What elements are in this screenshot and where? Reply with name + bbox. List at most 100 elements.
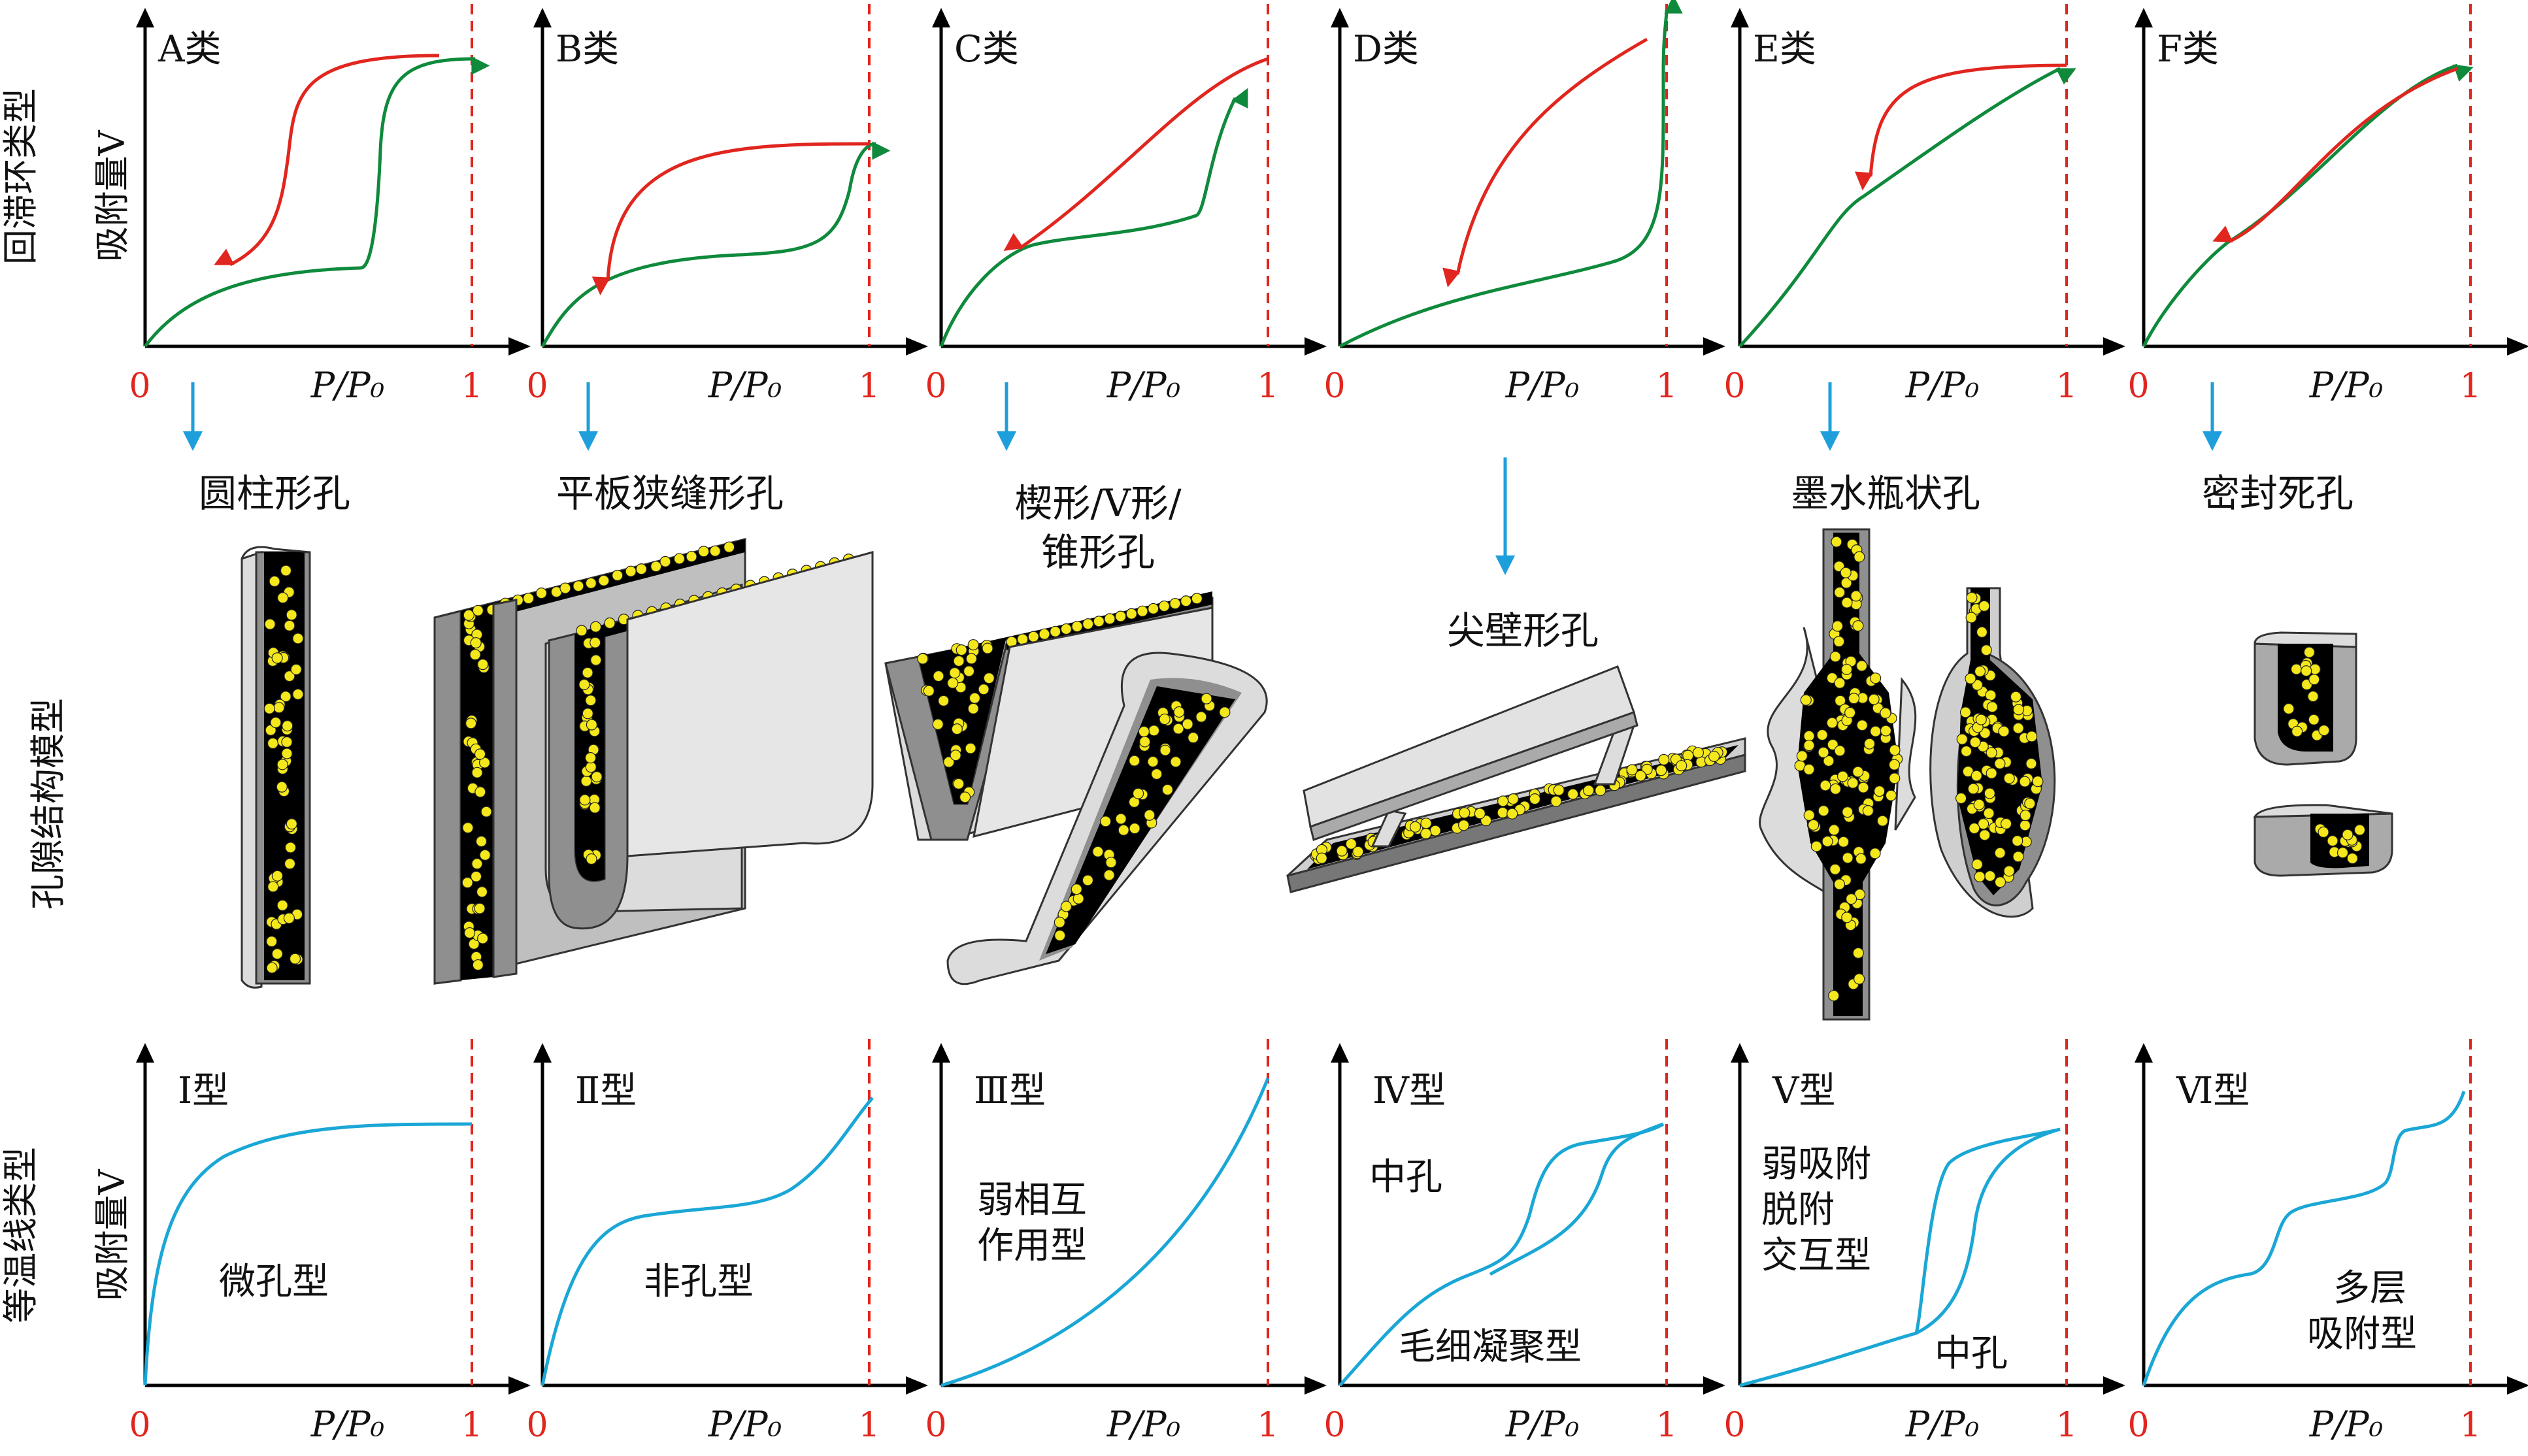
x-axis-label: P/P₀ [708, 1404, 782, 1445]
y-axis-arrow-icon [2135, 8, 2153, 27]
x-axis-arrow-icon [1305, 1376, 1327, 1395]
isotherm-type-label: Ⅰ型 [178, 1070, 229, 1112]
adsorption-curve [1339, 0, 1683, 348]
tick-one: 1 [1257, 367, 1278, 406]
x-axis-arrow-icon [906, 337, 928, 356]
x-axis-label: P/P₀ [1505, 365, 1580, 406]
pore-type-label: 尖壁形孔 [1447, 608, 1599, 653]
link-arrow-icon [2203, 382, 2222, 451]
isotherm-curve [940, 1078, 1270, 1387]
link-arrow-icon [183, 382, 203, 451]
x-axis-arrow-icon [1305, 337, 1327, 356]
x-axis-label: P/P₀ [310, 365, 385, 406]
isotherm-curve [541, 1097, 874, 1386]
desorption-curve [2212, 67, 2458, 244]
wedge-cone-pore-model [884, 591, 1268, 985]
y-axis-arrow-icon [533, 8, 552, 27]
isotherm-note: 吸附型 [2307, 1313, 2417, 1355]
ink-bottle-pore-model [1759, 528, 2056, 1021]
isotherm-type-label: Ⅳ型 [1372, 1070, 1446, 1112]
tick-one: 1 [461, 1406, 482, 1445]
tick-one: 1 [2055, 1406, 2077, 1445]
adsorption-curve [144, 56, 490, 348]
isotherm-curve [2142, 1091, 2466, 1386]
tick-zero: 0 [2127, 1406, 2149, 1445]
desorption-curve [591, 142, 870, 295]
tick-zero: 0 [526, 1406, 548, 1445]
y-axis-arrow-icon [2135, 1043, 2153, 1063]
link-arrow-icon [578, 382, 598, 451]
isotherm-note: 非孔型 [644, 1261, 754, 1303]
tick-one: 1 [461, 367, 482, 406]
isotherm-note: 弱吸附 [1761, 1143, 1871, 1185]
link-arrow-icon [997, 382, 1016, 451]
isotherm-note: 毛细凝聚型 [1399, 1326, 1582, 1368]
adsorption-curve [1738, 67, 2076, 348]
cylindrical-pore-model [241, 546, 311, 989]
isotherm-type-label: Ⅱ型 [575, 1070, 637, 1112]
isotherm-type-label: Ⅴ型 [1772, 1070, 1835, 1112]
pore-type-label: 圆柱形孔 [199, 471, 350, 516]
x-axis-label: P/P₀ [1106, 1404, 1181, 1445]
pore-type-label: 密封死孔 [2202, 471, 2353, 516]
x-axis-label: P/P₀ [1106, 365, 1181, 406]
isotherm-note: 交互型 [1761, 1234, 1871, 1277]
isotherm-note: 中孔 [1935, 1332, 2008, 1375]
y-axis-arrow-icon [1331, 8, 1349, 27]
tick-zero: 0 [129, 367, 150, 406]
y-axis-arrow-icon [136, 8, 154, 27]
slit-pore-model [433, 538, 874, 985]
y-axis-label-top: 吸附量V [91, 130, 133, 262]
isotherm-curve [143, 1122, 473, 1386]
y-axis-arrow-icon [1731, 8, 1749, 27]
tick-one: 1 [1655, 367, 1677, 406]
sharp-wall-pore-model [1286, 665, 1746, 893]
x-axis-arrow-icon [2507, 1376, 2528, 1395]
desorption-curve [1442, 37, 1648, 288]
x-axis-arrow-icon [2103, 1376, 2125, 1395]
isotherm-note: 多层 [2333, 1267, 2406, 1310]
tick-zero: 0 [1323, 1406, 1345, 1445]
isotherm-type-label: Ⅵ型 [2176, 1070, 2250, 1112]
y-axis-arrow-icon [1331, 1043, 1349, 1063]
tick-one: 1 [858, 1406, 880, 1445]
desorption-curve [1855, 63, 2067, 191]
tick-zero: 0 [1323, 367, 1345, 406]
tick-zero: 0 [925, 367, 946, 406]
pore-type-label: 楔形/V形/ [1015, 481, 1182, 525]
desorption-curve [1003, 57, 1269, 252]
isotherm-note: 作用型 [977, 1225, 1087, 1267]
y-axis-label-bottom: 吸附量V [91, 1169, 133, 1301]
tick-one: 1 [1655, 1406, 1677, 1445]
adsorption-curve [939, 88, 1248, 347]
row-label-pore-model: 孔隙结构模型 [27, 698, 69, 910]
x-axis-label: P/P₀ [708, 365, 782, 406]
y-axis-arrow-icon [533, 1043, 552, 1063]
hysteresis-type-label: F类 [2157, 28, 2219, 71]
tick-one: 1 [858, 367, 880, 406]
isotherm-note: 微孔型 [219, 1261, 329, 1303]
x-axis-label: P/P₀ [1905, 365, 1980, 406]
link-arrow-icon [1820, 382, 1840, 451]
adsorption-curve [2142, 63, 2474, 348]
x-axis-label: P/P₀ [2309, 365, 2384, 406]
x-axis-label: P/P₀ [2309, 1404, 2384, 1445]
x-axis-arrow-icon [2103, 337, 2125, 356]
x-axis-arrow-icon [508, 337, 531, 356]
sealed-dead-pore-model [2253, 631, 2393, 877]
pore-model-row: 圆柱形孔平板狭缝形孔楔形/V形/锥形孔尖壁形孔墨水瓶状孔密封死孔 [183, 382, 2393, 1021]
pore-type-label: 墨水瓶状孔 [1791, 471, 1980, 516]
y-axis-arrow-icon [932, 8, 950, 27]
x-axis-arrow-icon [2507, 337, 2528, 356]
